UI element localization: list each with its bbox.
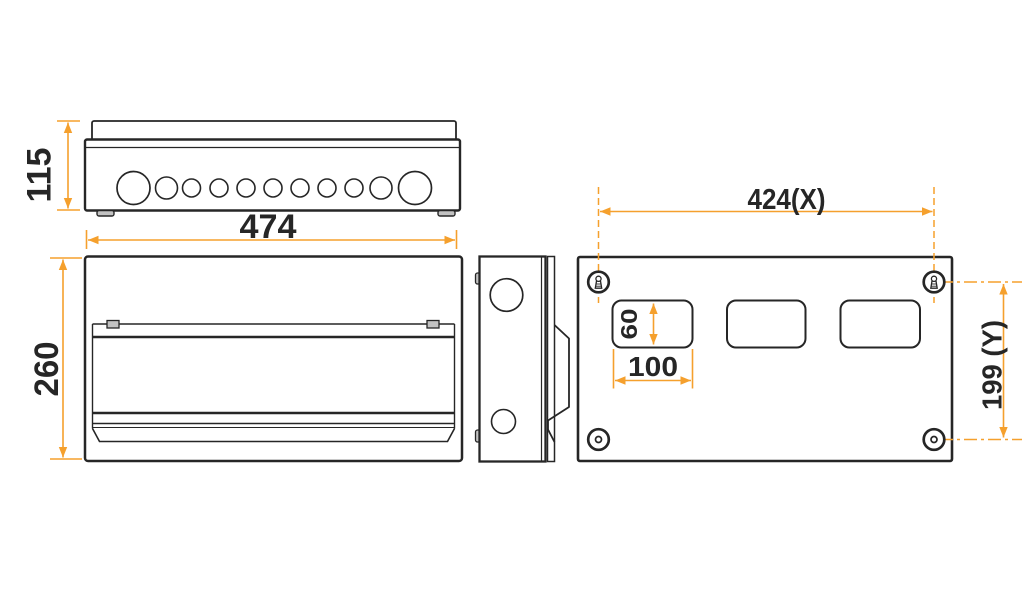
cable-knockout-circle-large [397,170,433,206]
dimension-label-100: 100 [628,351,678,382]
back-plate-edge [546,255,556,463]
mount-hole-center [594,435,603,444]
dimension-199y: 199 (Y) [977,284,1008,438]
front-view-enclosure-body [83,255,464,463]
top-view [83,120,462,217]
lid-clip-right [426,319,440,329]
mount-hole-bottom-right [922,427,946,452]
mount-hole-ring [922,427,946,452]
dimension-label-60: 60 [616,309,642,340]
cable-knockout-circle-small [290,178,310,198]
keyhole-slot [594,280,603,289]
mount-hole-top-right [922,270,946,294]
cable-knockout-circle-medium [369,176,393,200]
mount-hole-top-left [586,270,611,294]
front-view [83,255,464,463]
side-view [474,255,570,463]
mount-hole-bottom-left [586,427,611,452]
mount-hole-ring [586,427,611,452]
cable-entry-knockouts-row [116,170,433,206]
cable-knockout-circle-small [317,178,337,198]
dimension-100: 100 [612,349,694,389]
rear-knockout-2 [726,299,807,349]
cable-knockout-circle-medium [154,176,179,200]
dimension-424x: 424(X) [600,184,933,216]
mount-hole-center [930,435,938,444]
cable-knockout-circle-small [263,178,283,198]
cable-knockout-circle-small [344,178,364,198]
top-view-lid [91,120,457,142]
dimension-474: 474 [85,208,458,249]
rear-knockout-3 [839,299,921,349]
foot-right [437,209,456,217]
dimension-label-474: 474 [240,208,297,246]
dimension-60: 60 [616,303,658,345]
foot-left [96,209,115,217]
dimension-260: 260 [28,257,82,460]
cable-knockout-circle-small [209,178,229,198]
dimension-label-199y: 199 (Y) [977,320,1008,410]
side-knockout-large [489,277,524,313]
top-view-body [83,138,462,212]
back-view [576,187,1022,463]
cable-knockout-circle-small [181,178,202,198]
dimension-115: 115 [21,120,80,211]
keyhole-circle [930,275,938,283]
wall-mount-bracket [547,324,570,443]
lid-clip-left [106,319,120,329]
keyhole-circle [595,275,602,283]
cable-knockout-circle-large [116,170,151,206]
bottom-chamfer-strip [91,428,456,443]
keyhole-slot [930,280,938,289]
side-knockout-small [490,408,517,435]
cable-knockout-circle-small [236,178,256,198]
dimension-label-260: 260 [28,342,66,397]
dimension-label-424x: 424(X) [748,184,826,216]
dimension-label-115: 115 [21,148,59,203]
